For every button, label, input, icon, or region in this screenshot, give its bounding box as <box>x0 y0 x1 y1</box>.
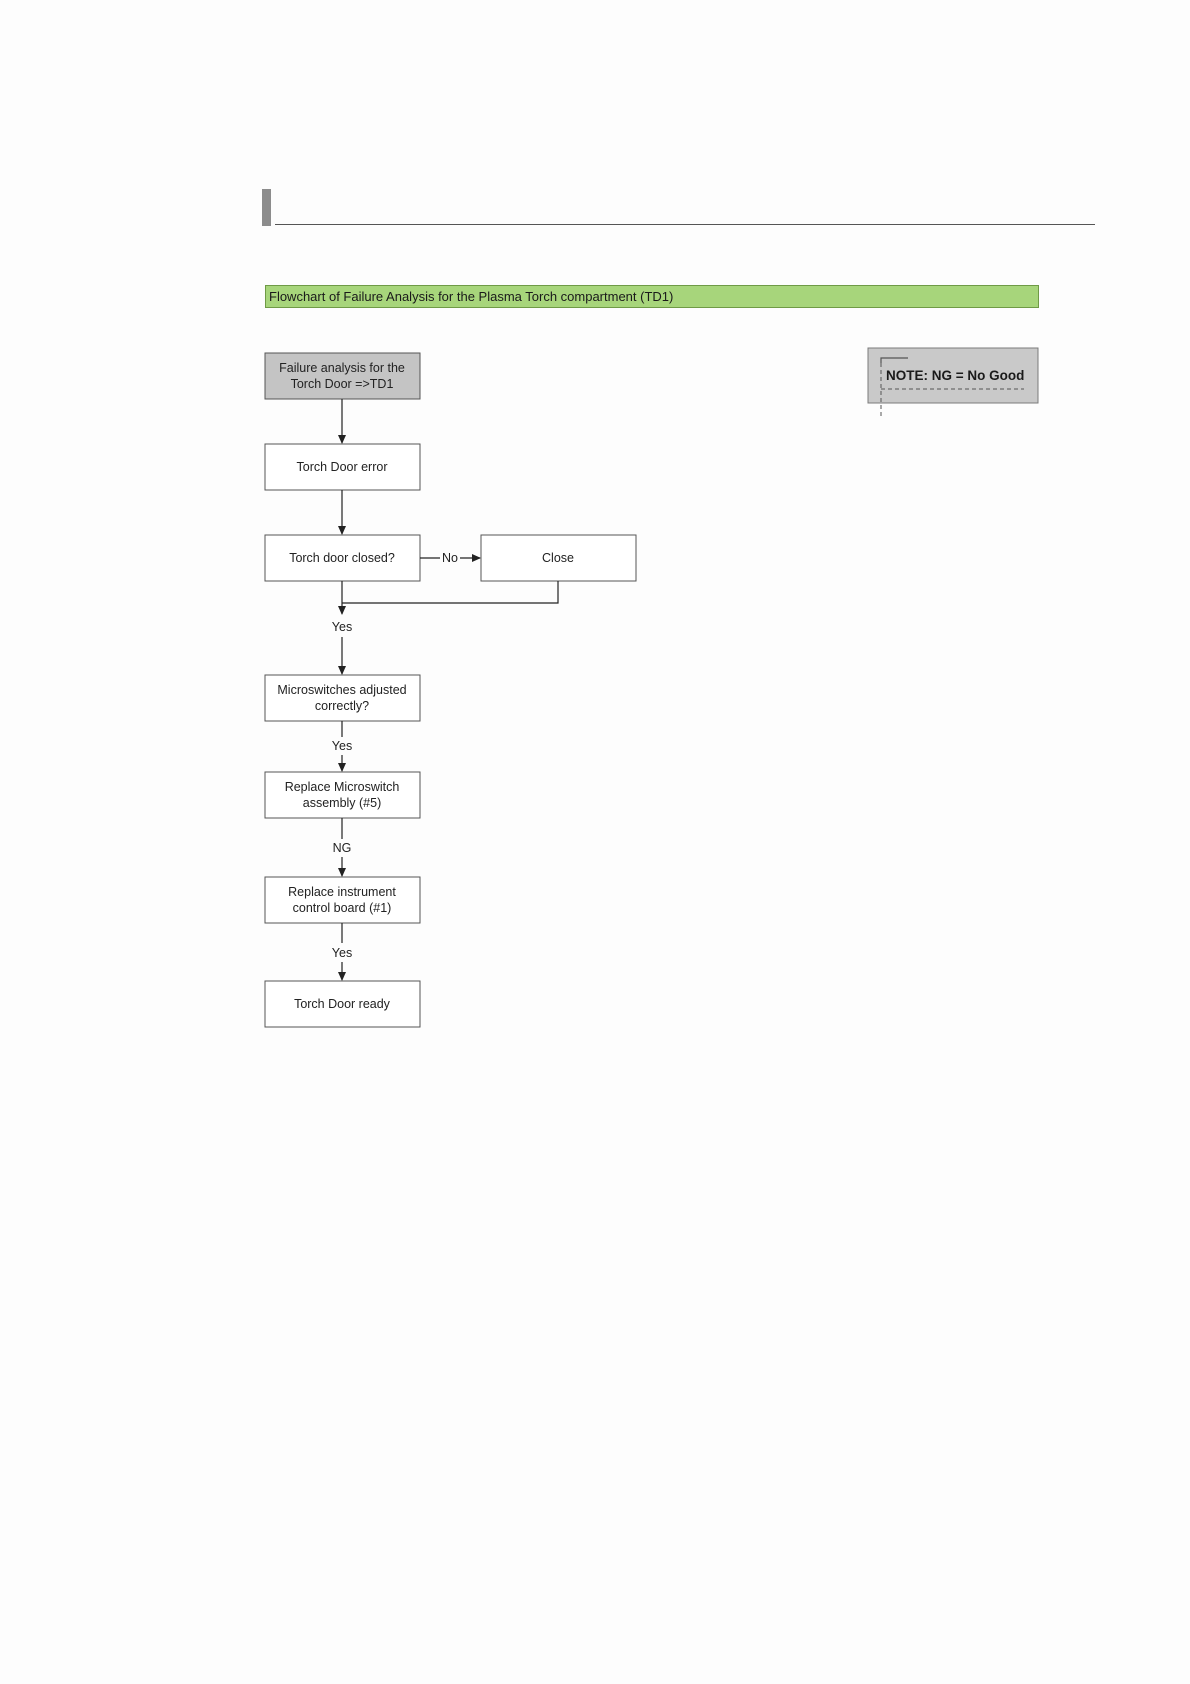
edge-close-return <box>342 581 559 604</box>
node-replace-control-board: Replace instrument control board (#1) <box>264 876 421 924</box>
edge-label-ng: NG <box>333 841 352 855</box>
node-start-line-1: Failure analysis for the <box>279 361 405 375</box>
node-replace-board-line-1: Replace instrument <box>288 885 396 899</box>
node-replace-microswitch-line-1: Replace Microswitch <box>285 780 400 794</box>
node-torch-door-closed: Torch door closed? <box>264 534 421 582</box>
node-microswitches-line-1: Microswitches adjusted <box>277 683 406 697</box>
node-microswitches-adjusted: Microswitches adjusted correctly? <box>264 674 421 722</box>
node-close-label: Close <box>542 551 574 565</box>
edge-label-yes-2: Yes <box>332 739 352 753</box>
node-microswitches-line-2: correctly? <box>315 699 369 713</box>
edge-label-yes-3: Yes <box>332 946 352 960</box>
note-text: NOTE: NG = No Good <box>886 368 1024 383</box>
header-rule <box>275 224 1095 225</box>
node-torch-door-ready-label: Torch Door ready <box>294 997 391 1011</box>
node-torch-door-closed-label: Torch door closed? <box>289 551 395 565</box>
edge-label-no: No <box>442 551 458 565</box>
node-start-line-2: Torch Door =>TD1 <box>291 377 394 391</box>
edge-label-yes-1: Yes <box>332 620 352 634</box>
node-replace-microswitch-line-2: assembly (#5) <box>303 796 382 810</box>
section-marker <box>262 189 271 226</box>
node-torch-door-error-label: Torch Door error <box>297 460 388 474</box>
node-torch-door-ready: Torch Door ready <box>264 980 421 1028</box>
flowchart-title: Flowchart of Failure Analysis for the Pl… <box>265 285 1039 308</box>
node-replace-microswitch: Replace Microswitch assembly (#5) <box>264 771 421 819</box>
node-torch-door-error: Torch Door error <box>264 443 421 491</box>
node-close: Close <box>480 534 637 582</box>
node-start: Failure analysis for the Torch Door =>TD… <box>264 352 421 400</box>
note-box: NOTE: NG = No Good <box>867 347 1039 418</box>
node-replace-board-line-2: control board (#1) <box>293 901 392 915</box>
